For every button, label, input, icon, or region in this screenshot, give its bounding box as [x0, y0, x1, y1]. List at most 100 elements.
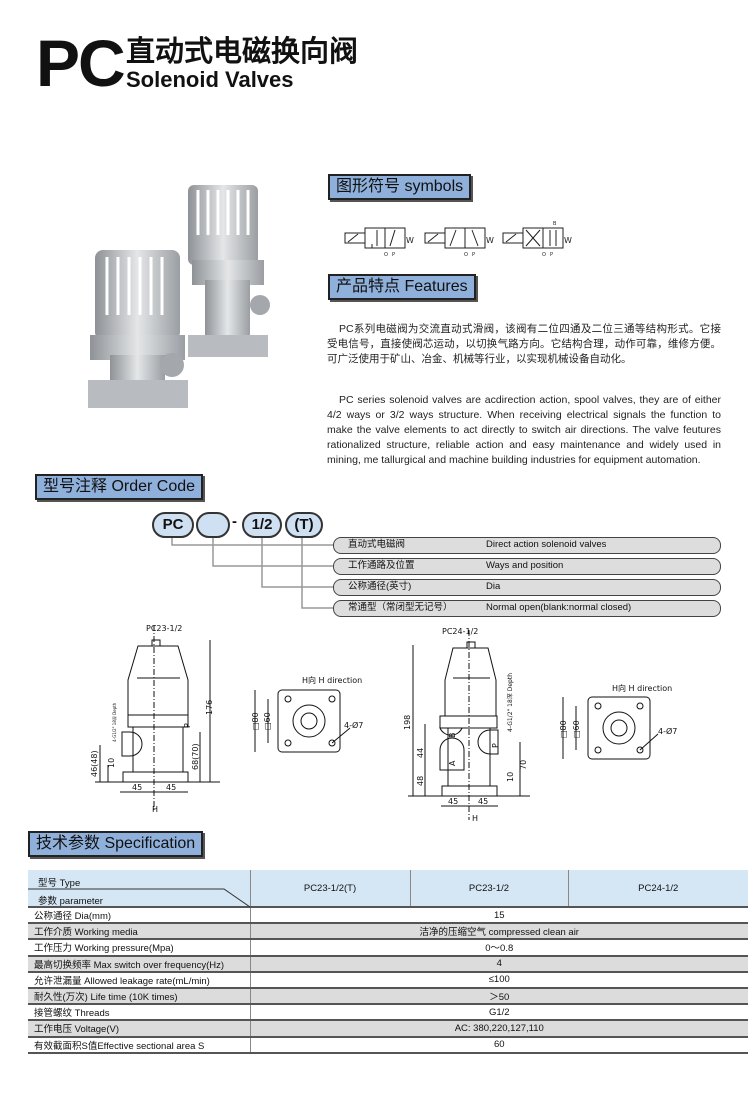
thread-label: 4-G1/2" 18深 Depth	[111, 702, 117, 742]
row-value: G1/2	[249, 1004, 748, 1022]
table-row: 工作压力 Working pressure(Mpa)0～0.8	[28, 939, 748, 957]
row-label: 工作压力 Working pressure(Mpa)	[28, 939, 250, 957]
type-label: 型号 Type	[38, 878, 81, 889]
row-cn: 直动式电磁阀	[348, 539, 406, 550]
symbol-2	[424, 227, 486, 249]
code-pc: PC	[152, 512, 194, 538]
b-label: B	[553, 221, 557, 227]
row-label: 接管螺纹 Threads	[28, 1004, 250, 1022]
row-label: 公称通径 Dia(mm)	[28, 907, 250, 925]
row-value: ≤100	[249, 971, 748, 989]
row-value: 15	[249, 907, 748, 925]
section-symbols: 图形符号 symbols	[328, 174, 472, 200]
row-label: 工作介质 Working media	[28, 923, 250, 941]
dim: 68(70)	[191, 743, 200, 770]
thread-label: 4-G1/2" 18深 Depth	[506, 673, 514, 732]
row-cn: 工作通路及位置	[348, 560, 415, 571]
row-cn: 常通型（常闭型无记号）	[348, 602, 453, 613]
dim: 45	[448, 797, 458, 806]
dim: 46(48)	[90, 750, 99, 777]
header-corner: 型号 Type 参数 parameter	[28, 870, 250, 908]
p-label: P	[472, 252, 475, 258]
row-label: 工作电压 Voltage(V)	[28, 1020, 250, 1038]
row-label: 耐久性(万次) Life time (10K times)	[28, 987, 250, 1006]
dim: 45	[166, 783, 176, 792]
row-label: 最高切换频率 Max switch over frequency(Hz)	[28, 955, 250, 973]
port-label: A	[448, 760, 457, 766]
row-en: Direct action solenoid valves	[486, 539, 607, 550]
view-title: H向 H direction	[612, 683, 672, 693]
row-en: Dia	[486, 581, 501, 592]
row-value: 4	[249, 955, 748, 973]
pc24-h-view	[562, 696, 659, 760]
code-dia: 1/2	[242, 512, 282, 538]
port-label: B	[448, 733, 457, 739]
features-cn: PC系列电磁阀为交流直动式滑阀，该阀有二位四通及二位三通等结构形式。它接受电信号…	[327, 323, 721, 365]
pc23-title: PC23-1/2	[146, 624, 182, 633]
dim: 70	[519, 760, 528, 770]
dim: 45	[478, 797, 488, 806]
p-label: P	[392, 252, 395, 258]
dim: □80	[251, 712, 260, 730]
row-en: Normal open(blank:normal closed)	[486, 602, 632, 613]
technical-drawings: PC23-1/2 176 46(48) 10 68(70) P 4-G1/2" …	[90, 624, 677, 823]
product-photo	[88, 185, 270, 408]
pc24-drawing	[408, 630, 530, 820]
order-code-row: 常通型（常闭型无记号） Normal open(blank:normal clos…	[333, 600, 721, 617]
param-label: 参数 parameter	[38, 896, 103, 907]
valve-front	[88, 250, 188, 408]
order-code-connectors	[171, 538, 334, 609]
row-value: 0～0.8	[249, 939, 748, 957]
holes-label: 4-Ø7	[344, 720, 363, 730]
row-value: 洁净的压缩空气 compressed clean air	[249, 923, 748, 941]
order-code-row: 直动式电磁阀 Direct action solenoid valves	[333, 537, 721, 554]
dim: □60	[263, 712, 272, 730]
dim: 176	[205, 700, 214, 715]
row-value: AC: 380,220,127,110	[249, 1020, 748, 1038]
table-row: 允许泄漏量 Allowed leakage rate(mL/min)≤100	[28, 971, 748, 989]
pc23-drawing	[95, 625, 220, 810]
order-code-row: 公称通径(英寸) Dia	[333, 579, 721, 596]
w-label: W	[486, 236, 494, 245]
o-label: O	[384, 252, 388, 258]
table-header: 型号 Type 参数 parameter PC23-1/2(T) PC23-1/…	[28, 870, 748, 908]
port-label: P	[491, 743, 500, 748]
page-title-en: Solenoid Valves	[126, 67, 294, 92]
symbol-3	[502, 227, 564, 249]
dim: 48	[416, 776, 425, 786]
corner-diagonal	[28, 888, 250, 907]
table-row: 公称通径 Dia(mm)15	[28, 907, 748, 925]
code-normal-open: (T)	[285, 512, 323, 538]
row-label: 有效截面积S值Effective sectional area S	[28, 1036, 250, 1054]
dim: 10	[506, 772, 515, 782]
dim: 198	[403, 715, 412, 730]
model-header: PC23-1/2	[409, 870, 568, 908]
table-row: 耐久性(万次) Life time (10K times)＞50	[28, 987, 748, 1006]
o-label: O	[464, 252, 468, 258]
o-label: O	[542, 252, 546, 258]
features-en: PC series solenoid valves are acdirectio…	[327, 394, 721, 466]
table-row: 工作电压 Voltage(V)AC: 380,220,127,110	[28, 1020, 748, 1038]
p-label: P	[550, 252, 553, 258]
dim: 44	[416, 748, 425, 758]
brand-logo: PC	[36, 26, 126, 100]
h-arrow-label: H	[472, 814, 478, 823]
page-title-cn: 直动式电磁换向阀	[126, 36, 359, 68]
model-header: PC23-1/2(T)	[249, 870, 410, 908]
dim: □60	[572, 720, 581, 738]
row-value: ＞50	[249, 987, 748, 1006]
row-cn: 公称通径(英寸)	[348, 581, 412, 592]
w-label: W	[406, 236, 414, 245]
symbol-1	[344, 227, 406, 249]
model-header: PC24-1/2	[567, 870, 748, 908]
dim: 10	[107, 758, 116, 768]
section-features: 产品特点 Features	[328, 274, 476, 300]
section-order-code: 型号注释 Order Code	[35, 474, 204, 500]
h-arrow-label: H	[152, 805, 158, 814]
pc24-title: PC24-1/2	[442, 627, 478, 636]
row-label: 允许泄漏量 Allowed leakage rate(mL/min)	[28, 971, 250, 989]
